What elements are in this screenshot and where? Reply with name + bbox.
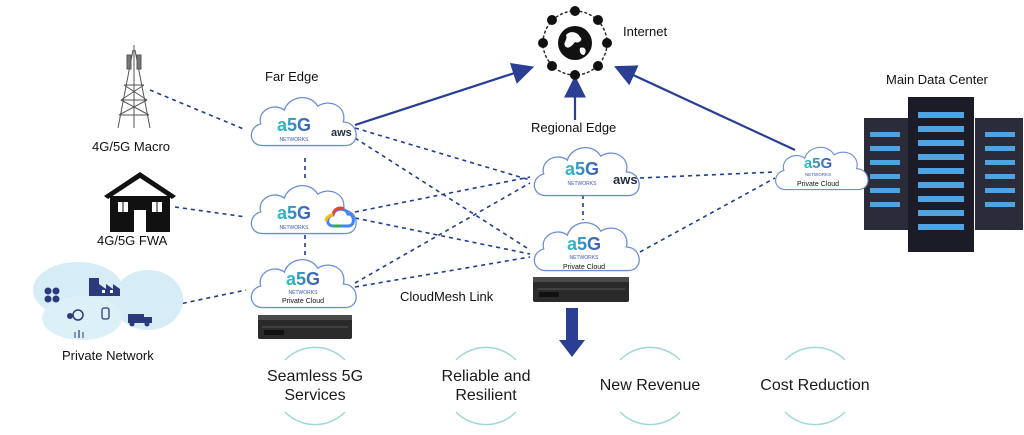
benefit-cost: Cost Reduction: [760, 377, 870, 394]
link-fe2-re1: [354, 176, 531, 213]
cloudmesh-label: CloudMesh Link: [400, 289, 494, 304]
cloud-regional-aws: a5G NETWORKS aws: [533, 147, 640, 197]
cloud-regional-private: a5G NETWORKS Private Cloud: [533, 222, 640, 272]
link-macro-faredge: [149, 89, 247, 131]
link-fe3-re2: [354, 256, 531, 288]
server-rack-icon: [258, 315, 352, 339]
arrow-faredge-internet: [354, 62, 535, 127]
main-data-center-label: Main Data Center: [886, 72, 988, 87]
aws-logo-icon: aws: [331, 127, 352, 139]
benefit-reliable-line1: Reliable and: [441, 368, 531, 385]
brand-logo: a5G: [277, 203, 311, 223]
link-re2-dc: [639, 177, 776, 253]
internet-arrows: [354, 62, 796, 151]
brand-sub: NETWORKS: [570, 255, 600, 261]
server-rack-icon: [533, 277, 629, 302]
private-cloud-label: Private Cloud: [282, 298, 324, 305]
internet-label: Internet: [623, 24, 668, 39]
private-cloud-label: Private Cloud: [563, 264, 605, 271]
brand-logo: a5G: [567, 234, 601, 254]
link-fe1-re2: [354, 137, 531, 251]
benefit-reliable: Reliable and Resilient: [426, 367, 546, 405]
google-cloud-icon: [324, 206, 355, 228]
data-center-icon: [864, 97, 1023, 252]
internet-globe-icon: [538, 6, 612, 80]
regional-edge-label: Regional Edge: [531, 120, 617, 135]
cloud-faredge-aws: a5G NETWORKS aws: [250, 96, 357, 147]
dashed-links: [149, 89, 776, 306]
benefit-revenue: New Revenue: [599, 377, 701, 394]
benefit-reliable-line2: Resilient: [455, 387, 517, 404]
private-cloud-label: Private Cloud: [797, 181, 839, 188]
arrow-dc-internet: [614, 65, 796, 151]
cloud-datacenter-private: a5G NETWORKS Private Cloud: [775, 146, 869, 191]
cell-tower-icon: [117, 45, 151, 129]
house-icon: [104, 172, 176, 232]
aws-logo-icon: aws: [613, 172, 638, 187]
benefit-seamless: Seamless 5G Services: [255, 367, 375, 405]
brand-sub: NETWORKS: [289, 290, 319, 296]
brand-logo: a5G: [565, 159, 599, 179]
fwa-label: 4G/5G FWA: [97, 233, 168, 248]
brand-sub: NETWORKS: [568, 181, 598, 187]
link-fe2-re2: [354, 217, 531, 255]
link-re1-dc: [639, 171, 776, 179]
brand-sub: NETWORKS: [805, 172, 831, 177]
link-private-faredge: [174, 289, 247, 306]
brand-sub: NETWORKS: [280, 137, 310, 143]
macro-label: 4G/5G Macro: [92, 139, 171, 154]
brand-logo: a5G: [804, 155, 832, 172]
brand-sub: NETWORKS: [280, 225, 310, 231]
private-network-icon: [33, 262, 183, 340]
benefit-seamless-line2: Services: [284, 387, 346, 404]
link-fe1-re1: [354, 127, 531, 181]
link-fwa-faredge: [174, 206, 247, 218]
benefit-seamless-line1: Seamless 5G: [266, 368, 364, 385]
private-network-label: Private Network: [62, 348, 154, 363]
link-fe3-re1: [354, 182, 531, 284]
brand-logo: a5G: [277, 115, 311, 135]
cloud-faredge-private: a5G NETWORKS Private Cloud: [250, 258, 357, 309]
brand-logo: a5G: [286, 269, 320, 289]
cloud-faredge-gcp: a5G NETWORKS: [250, 184, 357, 235]
benefit-arcs: [284, 346, 846, 426]
far-edge-label: Far Edge: [265, 69, 319, 84]
down-arrow-icon: [559, 308, 585, 357]
